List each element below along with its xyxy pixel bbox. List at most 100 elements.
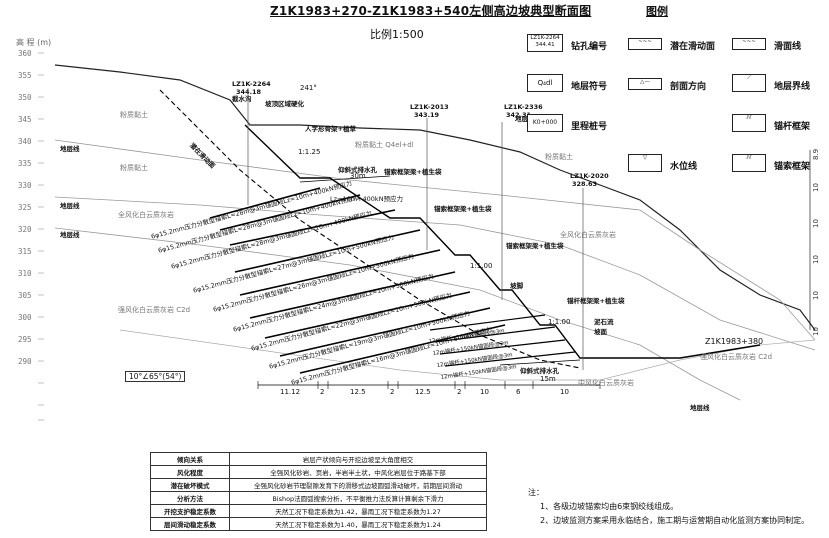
dimension-value: 10 [560,388,569,396]
cut-slope-profile [244,124,761,359]
legend-stratum-symbol: Q₄dl [527,74,563,92]
stratum-boundary-line [54,139,816,341]
legend-label: 地层符号 [571,82,608,92]
angle-label: 241° [300,84,317,92]
note-item: 1、各级边坡锚索均由6束钢绞线组成。 [540,502,679,511]
layer-label: 粉质黏土 [120,164,148,172]
legend-anchor-frame-symbol: ⫽⫽ [732,114,766,132]
table-row: 开挖支护稳定系数天然工况下稳定系数为1.42，暴雨工况下稳定系数为1.27 [150,504,487,518]
borehole-id: LZ1K-2013 [410,103,449,111]
anchor-cable-lines [209,187,506,374]
frame-label: 锚索框架梁+植生袋 [434,205,492,213]
layer-label: 全风化白云质灰岩 [118,211,174,219]
dimension-value: 12.5 [350,388,366,396]
legend-label: 钻孔编号 [571,42,608,52]
right-dim-value: 10 [812,327,820,336]
elevation-tick: 310 [18,269,32,278]
stratum-boundary-label: 地层线 [60,145,80,153]
table-key: 分析方法 [150,491,230,505]
elevation-tick: 320 [18,225,32,234]
dimension-value: 12.5 [415,388,431,396]
borehole-elev: 344.18 [236,88,262,96]
elevation-tick: 330 [18,181,32,190]
stratum-boundary-label: 地层线 [515,115,535,123]
legend-cable-frame-symbol: ⫽⫽ [732,154,766,172]
dip-angle-label: 10°∠65°(54°) [125,371,186,382]
right-dim-value: 10 [812,291,820,300]
borehole-id: LZ1K-2264 [232,80,271,88]
slope-top-label: 坡顶区域硬化 [265,100,304,108]
legend-water-symbol: ▽ [628,154,662,172]
dimension-value: 6 [516,388,521,396]
elevation-tick: 345 [18,115,32,124]
table-value: 天然工况下稳定系数为1.40，暴雨工况下稳定系数为1.24 [229,517,487,531]
elevation-tick: 300 [18,313,32,322]
slope-ratio-label: 1:1.00 [548,318,571,326]
borehole-id: LZ1K-2020 [570,172,609,180]
borehole-lines [247,88,584,370]
legend-label: 水位线 [670,162,698,172]
right-dim-value: 10 [812,183,820,192]
right-dim-value: 10 [812,255,820,264]
table-key: 层间滑动稳定系数 [150,517,230,531]
layer-label: 全风化白云质灰岩 [560,231,616,239]
table-value: 岩层产状倾向与开挖边坡呈大角度相交 [229,452,487,466]
elevation-tick: 350 [18,93,32,102]
table-value: Bishop法圆弧搜索分析，不平衡推力法反算计算剩余下滑力 [229,491,487,505]
skeleton-label: 人字形骨架+植草 [305,125,356,133]
stratum-boundary-line [54,227,741,401]
right-dim-value: 10 [812,219,820,228]
stability-table: 倾向关系岩层产状倾向与开挖边坡呈大角度相交 风化程度全强风化砂岩、页岩，半岩半土… [150,452,487,531]
slope-ratio-label: 1:1.00 [470,262,493,270]
layer-label: 粉质黏土 [545,153,573,161]
borehole-elev: 328.63 [572,180,598,188]
table-row: 风化程度全强风化砂岩、页岩，半岩半土状，中风化岩层位于路基下部 [150,465,487,479]
legend-stratum-line-symbol: ⟋ [732,74,766,92]
elevation-tick: 305 [18,291,32,300]
frame-label: 锚杆框架梁+植生袋 [567,297,625,305]
table-key: 潜在破坏模式 [150,478,230,492]
scale-label: 比例1:500 [370,28,424,41]
anchor-length-label: Lz=10m+400kN预应力 [330,195,404,203]
borehole-id: LZ1K-2336 [504,103,543,111]
table-row: 层间滑动稳定系数天然工况下稳定系数为1.40，暴雨工况下稳定系数为1.24 [150,517,487,531]
table-key: 风化程度 [150,465,230,479]
axis-ticks [38,52,44,421]
dimension-ticks [257,381,601,389]
table-value: 全强风化砂岩、页岩，半岩半土状，中风化岩层位于路基下部 [229,465,487,479]
anchor-bolt-lines [429,314,576,367]
borehole-elev: 343.19 [414,111,440,119]
elevation-tick: 290 [18,357,32,366]
elevation-tick: 355 [18,71,32,80]
table-key: 开挖支护稳定系数 [150,504,230,518]
legend-label: 锚索框架 [774,162,811,172]
original-ground-line [54,64,816,331]
legend-label: 滑面线 [774,42,802,52]
platform-label: 坡脚 [510,282,523,290]
table-row: 倾向关系岩层产状倾向与开挖边坡呈大角度相交 [150,452,487,466]
elevation-tick: 360 [18,49,32,58]
legend-station-symbol: K0+000 [527,114,563,132]
stratum-boundary-line [54,196,816,351]
stratum-boundary-label: 地层线 [60,202,80,210]
notes-heading: 注： [528,488,544,497]
crown-ditch-label: 截水沟 [232,95,252,103]
legend-label: 潜在滑动面 [670,42,716,52]
station-label: Z1K1983+380 [705,337,764,346]
dimension-value: 2 [390,388,395,396]
legend-label: 里程桩号 [571,122,608,132]
note-item: 2、边坡监测方案采用永临结合，施工期与运营期自动化监测方案协同制定。 [540,516,810,525]
drain-hole-label: 仰斜式排水孔 [338,166,377,174]
potential-slide-surface [159,89,581,369]
legend-label: 剖面方向 [670,82,707,92]
table-value: 全强风化砂岩节理裂隙发育下的滑移式边坡圆弧滑动破坏，前期层间滑动 [229,478,487,492]
right-dim-value: 8.9 [812,148,820,160]
legend-title: 图例 [646,5,668,18]
debris-flow-label: 泥石流 [594,318,614,326]
frame-label: 锚索框架梁+植生袋 [384,168,442,176]
slope-surface-label: 坡面 [594,328,607,336]
layer-label: 强风化白云质灰岩 C2d [700,353,773,361]
elevation-tick: 295 [18,335,32,344]
